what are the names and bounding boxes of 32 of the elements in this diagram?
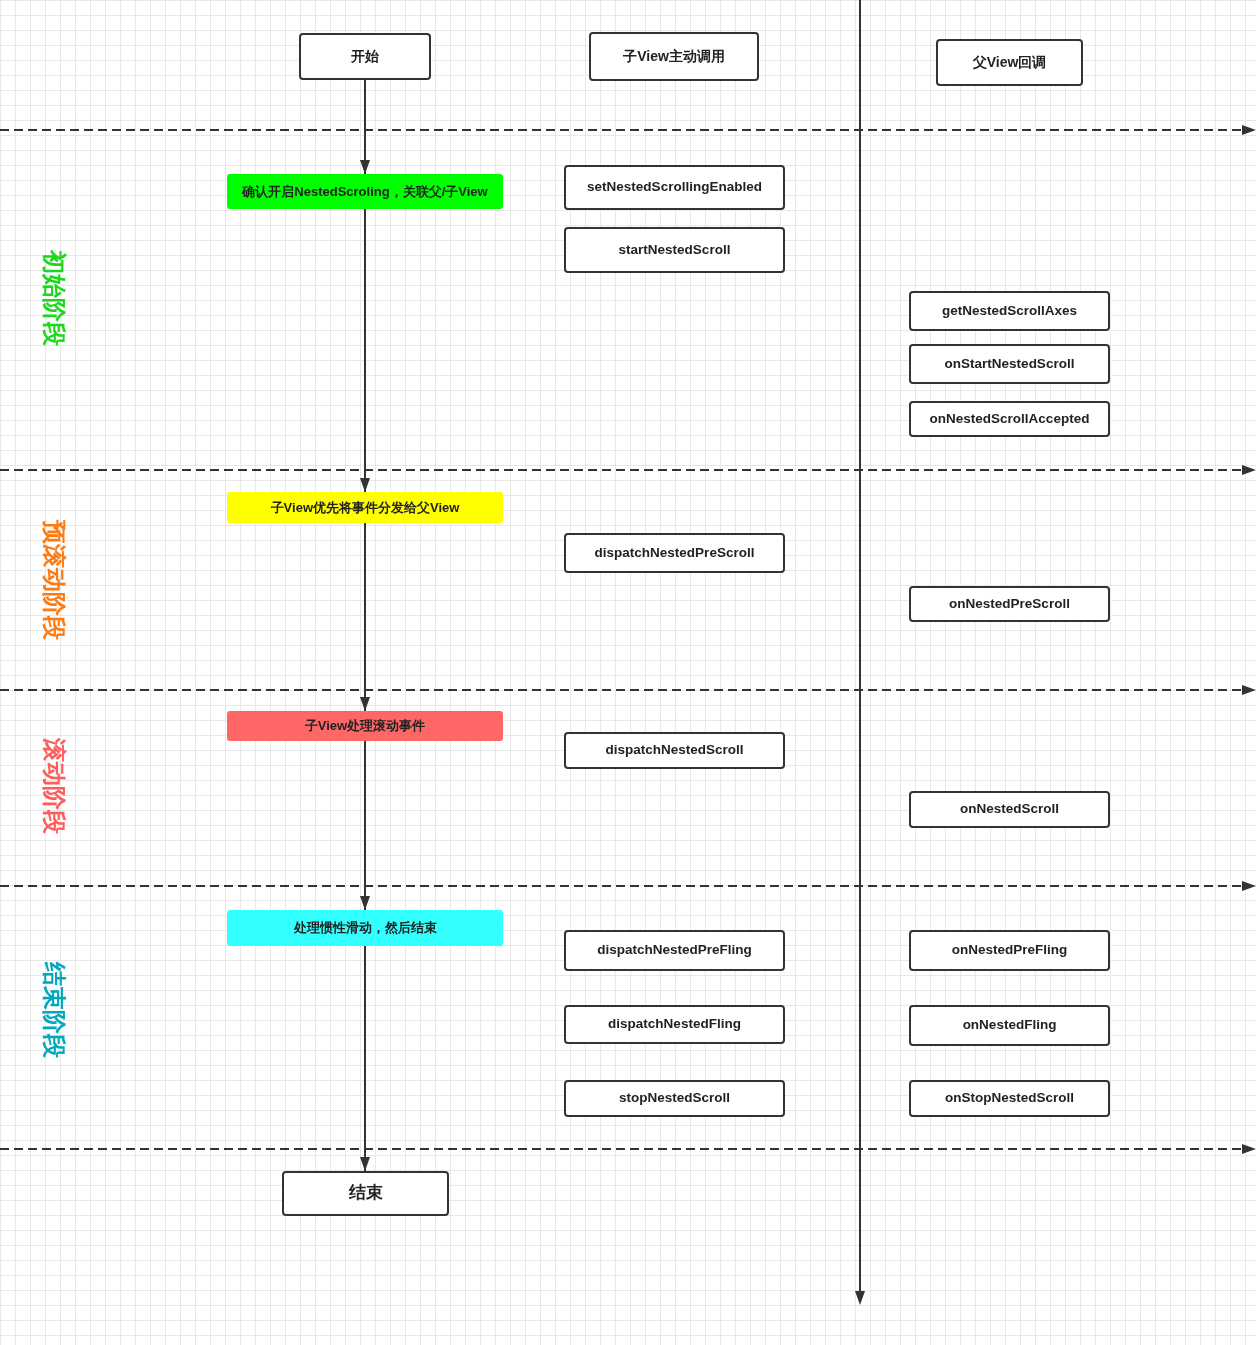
- method-box: dispatchNestedScroll: [564, 732, 785, 769]
- method-box: startNestedScroll: [564, 227, 785, 273]
- lane-header-box: 父View回调: [936, 39, 1083, 86]
- method-box: onStartNestedScroll: [909, 344, 1110, 384]
- phase-label: 预滚动阶段: [42, 520, 66, 640]
- lane-header-box: 子View主动调用: [589, 32, 759, 81]
- method-box: stopNestedScroll: [564, 1080, 785, 1117]
- start-box: 开始: [299, 33, 431, 80]
- method-box: onStopNestedScroll: [909, 1080, 1110, 1117]
- method-box: onNestedPreScroll: [909, 586, 1110, 622]
- arrow: [360, 208, 370, 493]
- process-step-box: 子View处理滚动事件: [227, 711, 503, 741]
- method-box: dispatchNestedFling: [564, 1005, 785, 1044]
- method-box: onNestedPreFling: [909, 930, 1110, 971]
- phase-label: 初始阶段: [42, 250, 66, 346]
- process-step-box: 子View优先将事件分发给父View: [227, 492, 503, 523]
- end-box: 结束: [282, 1171, 449, 1216]
- arrow: [360, 945, 370, 1172]
- phase-label: 滚动阶段: [42, 738, 66, 834]
- arrow: [360, 740, 370, 911]
- method-box: getNestedScrollAxes: [909, 291, 1110, 331]
- method-box: setNestedScrollingEnabled: [564, 165, 785, 210]
- method-box: onNestedFling: [909, 1005, 1110, 1046]
- arrow: [360, 79, 370, 175]
- arrow: [360, 522, 370, 712]
- process-step-box: 处理惯性滑动，然后结束: [227, 910, 503, 946]
- method-box: dispatchNestedPreFling: [564, 930, 785, 971]
- process-step-box: 确认开启NestedScroling，关联父/子View: [227, 174, 503, 209]
- method-box: dispatchNestedPreScroll: [564, 533, 785, 573]
- phase-label: 结束阶段: [42, 962, 66, 1058]
- method-box: onNestedScrollAccepted: [909, 401, 1110, 437]
- method-box: onNestedScroll: [909, 791, 1110, 828]
